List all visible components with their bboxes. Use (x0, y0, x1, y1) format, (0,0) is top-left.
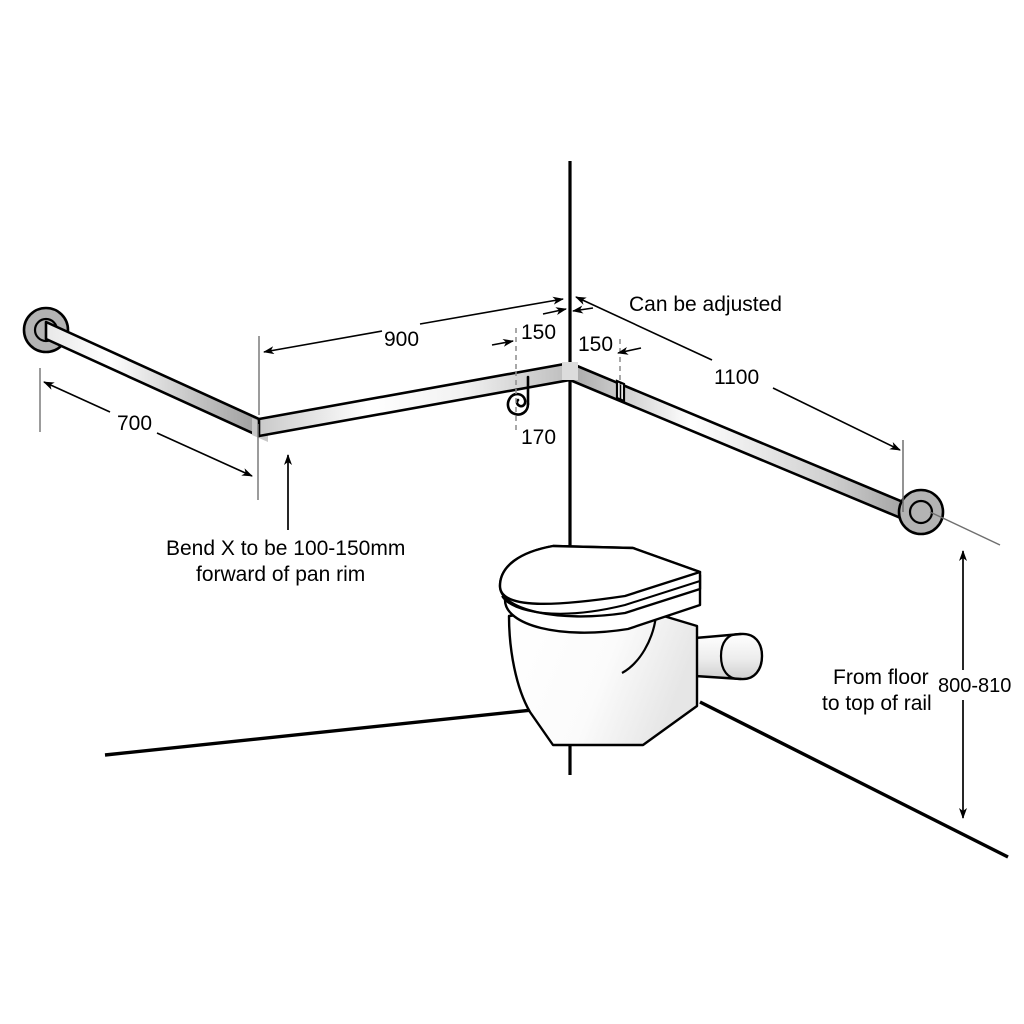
annotation-label-can-be-adjusted: Can be adjusted (629, 293, 782, 316)
toilet-seat-lid-top (498, 544, 702, 606)
toilet-outlet-pipe (693, 632, 764, 681)
wall-corner-group (104, 161, 1009, 859)
dimension-label-150-left: 150 (521, 321, 556, 344)
floor-line-left (104, 704, 571, 757)
toilet-outlet-pipe-end (719, 632, 742, 681)
wall-flange-right (897, 488, 945, 536)
dim-line-1100-right (772, 387, 901, 451)
dim-line-150-left-b (542, 307, 567, 316)
dimension-left-run: 700 (39, 368, 259, 500)
dimension-front-run: 900 (258, 296, 564, 415)
dimension-right-run: 1100 (575, 296, 904, 512)
dimension-label-1100: 1100 (714, 366, 759, 389)
rail-hook-detail (506, 375, 530, 416)
rail-segment-left (44, 320, 261, 438)
dim-line-1100-left (575, 296, 713, 361)
annotation-floor-to-rail: From floor to top of rail (822, 666, 932, 715)
dim-line-900-right (419, 296, 564, 325)
annotation-can-be-adjusted: Can be adjusted (629, 293, 782, 316)
dimension-label-700: 700 (117, 412, 152, 435)
dim-line-150-left-a (491, 338, 514, 347)
dim-line-150-right-b (617, 346, 642, 355)
dim-line-150-right-a (572, 305, 594, 314)
grab-rail-assembly (22, 306, 945, 536)
dimension-label-170: 170 (521, 426, 556, 449)
annotation-floor-line1: From floor (833, 666, 929, 689)
annotation-floor-line2: to top of rail (822, 692, 932, 715)
dim-line-700-left (43, 381, 111, 413)
dimension-hook-offset: 170 (515, 371, 556, 449)
dim-line-700-right (156, 432, 253, 477)
dim-line-900-left (263, 330, 383, 355)
annotation-bend-x-line2: forward of pan rim (196, 563, 365, 586)
dimension-label-150-right: 150 (578, 333, 613, 356)
dimension-label-900: 900 (384, 328, 419, 351)
floor-line-right (699, 700, 1009, 859)
dimension-label-rail-height: 800-810 (938, 675, 1011, 697)
toilet-seat-edge-line (501, 580, 701, 615)
dimension-corner-left: 150 (491, 307, 567, 371)
dimension-corner-right: 150 (572, 305, 642, 385)
annotation-bend-x: Bend X to be 100-150mm forward of pan ri… (166, 454, 405, 586)
rail-adjustable-joint (615, 379, 626, 403)
rail-corner-cap (562, 362, 578, 380)
annotation-bend-x-line1: Bend X to be 100-150mm (166, 537, 405, 560)
leader-line-rail-height (929, 511, 1001, 546)
toilet-pan (498, 544, 764, 747)
dimension-rail-height: 800-810 (929, 511, 1011, 819)
toilet-bowl-contour (621, 615, 658, 674)
